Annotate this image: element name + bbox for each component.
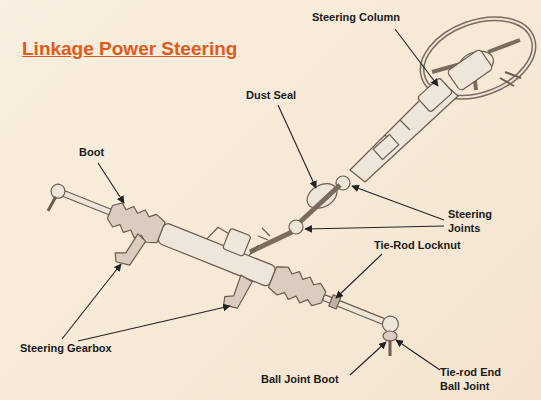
ball-joint-boot <box>383 331 397 341</box>
steering-gearbox <box>35 161 409 368</box>
steering-wheel <box>411 4 541 111</box>
part-label: Tie-rod End Ball Joint <box>440 366 520 394</box>
steering-column <box>350 78 458 182</box>
part-label: Ball Joint Boot <box>261 373 339 387</box>
part-label: Dust Seal <box>246 89 296 103</box>
part-label: Boot <box>79 146 104 160</box>
part-label: Steering Column <box>312 11 400 25</box>
leader-lines <box>62 29 444 375</box>
diagram-title: Linkage Power Steering <box>22 38 237 60</box>
part-label: Steering Gearbox <box>20 342 112 356</box>
steering-joints <box>250 176 350 252</box>
part-label: Steering Joints <box>448 208 508 236</box>
part-label: Tie-Rod Locknut <box>374 239 461 253</box>
